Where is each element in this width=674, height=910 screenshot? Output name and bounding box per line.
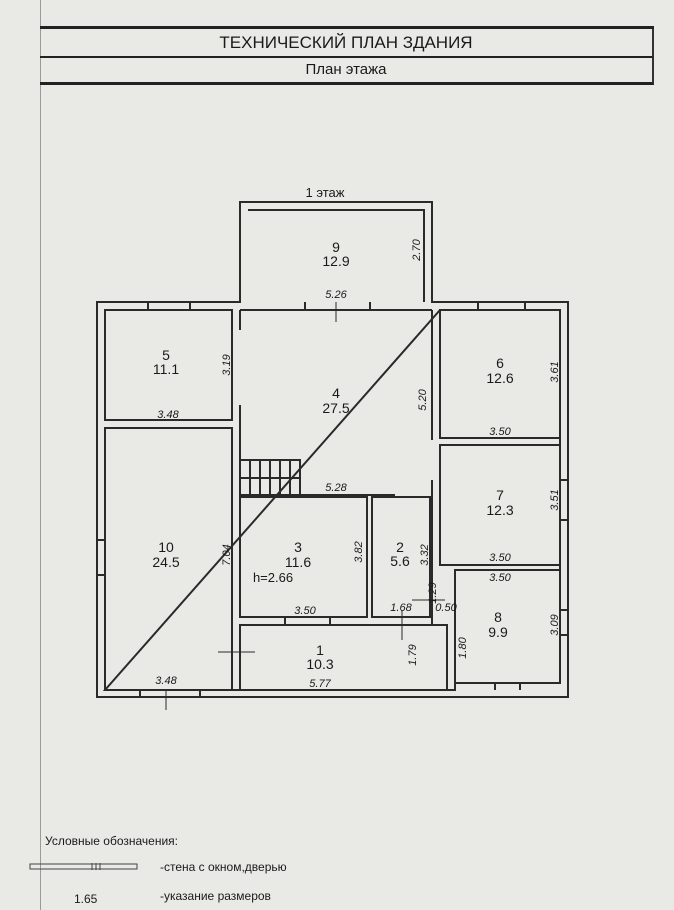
room-label-9: 912.9 <box>322 239 349 269</box>
svg-text:12.3: 12.3 <box>486 502 513 518</box>
svg-text:3.61: 3.61 <box>549 361 561 382</box>
room-label-8: 89.9 <box>488 609 508 640</box>
svg-text:11.1: 11.1 <box>153 361 179 377</box>
svg-text:5: 5 <box>162 347 170 363</box>
svg-text:1.79: 1.79 <box>407 644 419 665</box>
legend-wall-label: -стена с окном,дверью <box>160 860 287 874</box>
svg-text:7.04: 7.04 <box>221 544 233 565</box>
document-subtitle: План этажа <box>40 58 654 85</box>
room-label-3: 311.6 <box>285 539 311 570</box>
svg-text:3: 3 <box>294 539 302 555</box>
svg-text:3.82: 3.82 <box>353 541 365 562</box>
svg-text:3.51: 3.51 <box>549 489 561 510</box>
legend-dim-sample: 1.65 <box>74 892 98 906</box>
svg-text:1.29: 1.29 <box>427 582 439 603</box>
svg-text:10.3: 10.3 <box>306 656 333 672</box>
room-label-1: 110.3 <box>306 642 333 672</box>
page-margin-line <box>40 0 41 910</box>
svg-text:8: 8 <box>494 609 502 625</box>
svg-text:12.6: 12.6 <box>486 370 513 386</box>
legend-dim-label: -указание размеров <box>160 889 271 903</box>
svg-text:12.9: 12.9 <box>322 253 349 269</box>
room-label-7: 712.3 <box>486 487 513 518</box>
dimension-labels: 5.26 2.70 3.19 3.48 5.20 5.28 3.61 3.50 … <box>155 238 561 690</box>
svg-text:1.68: 1.68 <box>390 602 412 614</box>
legend-title: Условные обозначения: <box>45 834 178 848</box>
svg-text:27.5: 27.5 <box>322 400 349 416</box>
floor-label: 1 этаж <box>306 185 345 200</box>
svg-text:0.50: 0.50 <box>435 602 457 614</box>
svg-text:3.09: 3.09 <box>549 614 561 635</box>
svg-text:3.48: 3.48 <box>155 675 177 687</box>
svg-text:5.20: 5.20 <box>417 388 429 410</box>
svg-text:10: 10 <box>158 539 174 555</box>
svg-text:5.6: 5.6 <box>390 553 410 569</box>
room-walls <box>97 302 568 710</box>
svg-text:2.70: 2.70 <box>411 238 423 261</box>
svg-text:11.6: 11.6 <box>285 554 311 570</box>
svg-text:5.26: 5.26 <box>325 289 347 301</box>
svg-text:1.80: 1.80 <box>457 636 469 658</box>
svg-text:3.50: 3.50 <box>294 605 316 617</box>
svg-text:3.32: 3.32 <box>419 544 431 565</box>
document-title: ТЕХНИЧЕСКИЙ ПЛАН ЗДАНИЯ <box>40 29 654 58</box>
room-label-4: 427.5 <box>322 385 349 416</box>
svg-text:5.77: 5.77 <box>309 678 331 690</box>
svg-text:4: 4 <box>332 385 340 401</box>
svg-text:5.28: 5.28 <box>325 482 347 494</box>
room-label-2: 25.6 <box>390 539 410 569</box>
svg-text:3.19: 3.19 <box>221 354 233 375</box>
room-label-6: 612.6 <box>486 355 513 386</box>
ceiling-height-note: h=2.66 <box>253 570 293 585</box>
svg-text:9.9: 9.9 <box>488 624 508 640</box>
svg-text:6: 6 <box>496 355 504 371</box>
svg-text:9: 9 <box>332 239 340 255</box>
svg-text:3.50: 3.50 <box>489 426 511 438</box>
svg-text:3.50: 3.50 <box>489 552 511 564</box>
svg-text:24.5: 24.5 <box>152 554 179 570</box>
svg-text:2: 2 <box>396 539 404 555</box>
svg-text:7: 7 <box>496 487 504 503</box>
document-header: ТЕХНИЧЕСКИЙ ПЛАН ЗДАНИЯ План этажа <box>40 26 654 85</box>
room-label-5: 511.1 <box>153 347 179 377</box>
svg-text:1: 1 <box>316 642 324 658</box>
svg-text:3.48: 3.48 <box>157 409 179 421</box>
wall-legend-symbol <box>29 863 138 870</box>
svg-text:3.50: 3.50 <box>489 572 511 584</box>
